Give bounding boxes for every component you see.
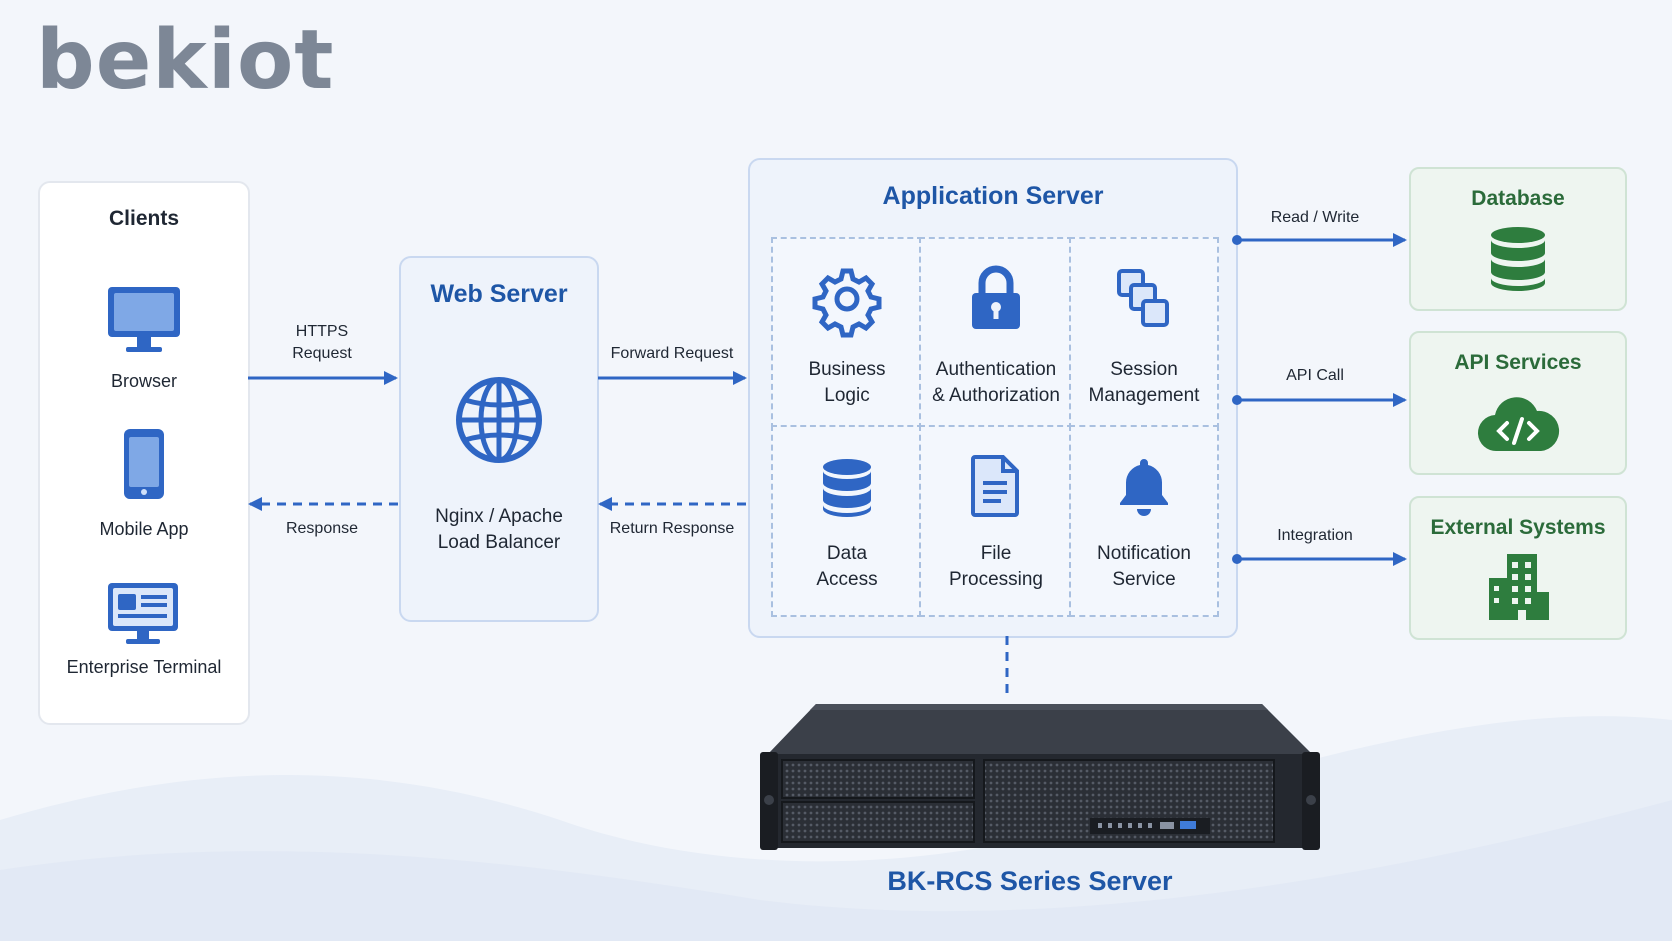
forward-request-label: Forward Request xyxy=(610,345,734,362)
module-file-line1: File xyxy=(980,543,1012,564)
bell-icon xyxy=(1120,459,1168,516)
module-data-access: Data Access xyxy=(771,425,923,617)
web-server-panel: Web Server Nginx / Apache Load Balancer xyxy=(399,256,599,622)
module-notification-service: Notification Service xyxy=(1069,425,1219,617)
https-label-1: HTTPS xyxy=(295,323,349,340)
api-call-arrow xyxy=(1232,393,1407,407)
module-file-processing: File Processing xyxy=(919,425,1073,617)
read-write-label: Read / Write xyxy=(1270,209,1360,226)
file-icon xyxy=(971,455,1019,517)
module-authentication-line1: Authentication xyxy=(935,359,1057,380)
globe-icon xyxy=(456,377,542,463)
external-systems-title: External Systems xyxy=(1430,516,1606,539)
monitor-icon xyxy=(108,287,180,352)
module-business-logic: Business Logic xyxy=(771,237,923,429)
smartphone-icon xyxy=(124,429,164,499)
lock-icon xyxy=(972,265,1020,329)
database-panel: Database xyxy=(1409,167,1627,311)
clients-panel: Clients Browser Mobile App Enterprise Te… xyxy=(38,181,250,725)
module-session-line2: Management xyxy=(1088,385,1200,406)
application-server-panel: Application Server Business Logic Authen… xyxy=(748,158,1238,638)
rack-server-image xyxy=(760,704,1320,850)
clients-title: Clients xyxy=(108,207,179,230)
terminal-icon xyxy=(108,583,178,644)
response-label: Response xyxy=(285,520,359,537)
web-server-subtitle-1: Nginx / Apache xyxy=(435,506,563,527)
module-authentication: Authentication & Authorization xyxy=(919,237,1073,429)
integration-label: Integration xyxy=(1277,527,1353,544)
client-mobile-label: Mobile App xyxy=(99,519,189,539)
web-server-subtitle-2: Load Balancer xyxy=(437,532,561,553)
web-server-title: Web Server xyxy=(430,280,568,308)
application-server-title: Application Server xyxy=(882,182,1104,210)
read-write-arrow xyxy=(1232,233,1407,247)
api-services-title: API Services xyxy=(1454,351,1582,374)
api-services-panel: API Services xyxy=(1409,331,1627,475)
client-browser-label: Browser xyxy=(110,371,177,391)
module-session-line1: Session xyxy=(1110,359,1178,380)
module-notification-line2: Service xyxy=(1112,569,1176,590)
module-data-access-line2: Access xyxy=(816,569,878,590)
https-label-2: Request xyxy=(292,345,352,362)
building-icon xyxy=(1489,554,1549,620)
brand-logo: bekiot xyxy=(36,13,335,108)
gear-icon xyxy=(812,268,882,338)
module-session-management: Session Management xyxy=(1069,237,1219,429)
external-systems-panel: External Systems xyxy=(1409,496,1627,640)
module-business-logic-line2: Logic xyxy=(824,385,870,406)
module-file-line2: Processing xyxy=(949,569,1043,590)
module-authentication-line2: & Authorization xyxy=(932,385,1060,406)
api-call-label: API Call xyxy=(1286,367,1344,384)
server-caption: BK-RCS Series Server xyxy=(887,866,1173,896)
module-notification-line1: Notification xyxy=(1097,543,1191,564)
database-title: Database xyxy=(1471,187,1565,210)
database-icon xyxy=(1491,227,1545,291)
session-icon xyxy=(1117,269,1169,327)
database-icon xyxy=(823,459,871,517)
module-business-logic-line1: Business xyxy=(808,359,886,380)
integration-arrow xyxy=(1232,552,1407,566)
cloud-code-icon xyxy=(1477,397,1560,452)
return-response-label: Return Response xyxy=(609,520,735,537)
module-data-access-line1: Data xyxy=(826,543,868,564)
client-terminal-label: Enterprise Terminal xyxy=(66,657,222,677)
